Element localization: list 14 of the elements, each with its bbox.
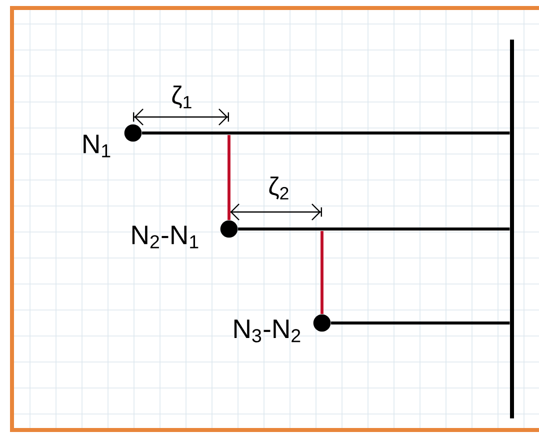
dot <box>124 124 142 142</box>
dot <box>313 314 331 332</box>
connector-line <box>330 322 510 324</box>
vertical-bar <box>510 40 514 418</box>
connector-line <box>142 132 510 134</box>
dimension-label: ζ$_{1}$ <box>172 86 192 108</box>
node-label: N$_{3}$-N$_{2}$ <box>234 320 300 342</box>
node-label: N$_{1}$ <box>84 134 110 158</box>
connector-line <box>228 135 230 220</box>
connector-line <box>320 231 324 314</box>
node-label: N$_{2}$-N$_{1}$ <box>132 226 198 248</box>
dimension-label: ζ$_{2}$ <box>269 176 288 200</box>
connector-line <box>238 228 510 230</box>
dot <box>220 220 238 238</box>
